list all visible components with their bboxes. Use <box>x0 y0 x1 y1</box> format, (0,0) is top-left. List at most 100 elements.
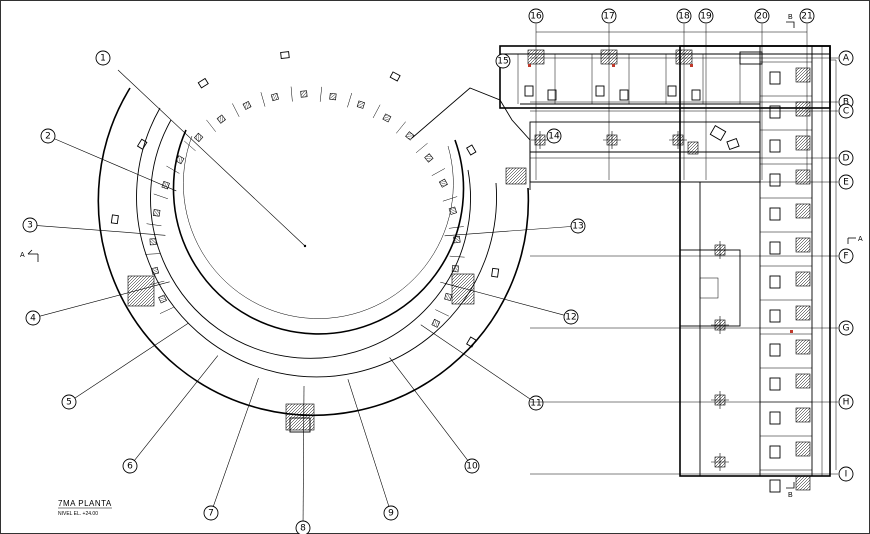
ring-partition <box>442 196 458 202</box>
ring-partition <box>449 255 465 258</box>
east-bed <box>769 479 781 493</box>
ring-axis-bubble-8: 8 <box>295 520 311 534</box>
grid-bubble-H: H <box>838 394 854 410</box>
ring-partition <box>232 103 240 117</box>
ring-bath-unit <box>329 92 337 101</box>
east-wing-rooms <box>531 61 812 493</box>
grid-bubble-14-label: 14 <box>548 132 560 142</box>
ring-partition <box>448 226 464 229</box>
east-bed <box>769 343 781 357</box>
ring-axis-bubble-4: 4 <box>25 310 41 326</box>
ring-furniture <box>110 214 119 225</box>
section-label-a-left: A <box>20 252 25 259</box>
ring-bath-unit <box>300 90 308 98</box>
ring-axis-bubble-1: 1 <box>95 50 111 66</box>
ring-axis-bubble-13-label: 13 <box>572 222 583 232</box>
ring-bath-unit <box>451 265 459 273</box>
grid-bubble-D-label: D <box>843 154 850 164</box>
ring-furniture <box>280 51 290 59</box>
north-bed <box>667 85 677 97</box>
grid-bubble-19-label: 19 <box>700 12 712 22</box>
grid-bubble-B-label: B <box>843 98 849 108</box>
ring-bath-unit <box>152 209 161 217</box>
grid-bubble-E: E <box>838 174 854 190</box>
ring-axis-bubble-10-label: 10 <box>466 462 478 472</box>
ring-furniture <box>466 144 477 156</box>
ring-partition <box>435 309 449 317</box>
section-label-a-right: A <box>858 236 863 243</box>
ring-partition <box>206 119 216 132</box>
lobby-table <box>709 125 727 141</box>
ring-axis-bubble-11-label: 11 <box>530 399 541 409</box>
grid-bubble-17: 17 <box>601 8 617 24</box>
section-mark-b-bottom: B <box>786 482 795 499</box>
grid-bubble-G-label: G <box>843 324 850 334</box>
grid-bubble-21: 21 <box>799 8 815 24</box>
accent-mark <box>612 64 615 67</box>
ring-axis-bubble-7: 7 <box>203 505 219 521</box>
ring-axis-bubble-3: 3 <box>22 217 38 233</box>
ring-radius-dimension <box>117 69 306 247</box>
east-bed <box>769 241 781 255</box>
east-bath-unit <box>795 475 811 491</box>
ring-axis-bubble-3-label: 3 <box>27 221 33 231</box>
ring-axis-bubble-6-label: 6 <box>127 462 133 472</box>
ring-bath-unit <box>448 206 458 215</box>
ring-bath-unit <box>356 100 366 109</box>
ring-bath-unit <box>216 114 226 124</box>
stair-core-south <box>285 403 315 431</box>
ring-axis-bubble-2: 2 <box>40 128 56 144</box>
east-bath-unit <box>795 203 811 219</box>
ring-axis-bubble-10: 10 <box>464 458 480 474</box>
grid-bubble-16-label: 16 <box>530 12 542 22</box>
grid-bubble-A: A <box>838 50 854 66</box>
ring-furniture <box>466 336 477 348</box>
grid-bubble-19: 19 <box>698 8 714 24</box>
ring-axis-bubble-8-label: 8 <box>300 524 306 534</box>
rectangular-wing <box>499 45 837 493</box>
ring-bath-unit <box>158 294 167 304</box>
ring-partition <box>347 92 353 108</box>
grid-bubble-20: 20 <box>754 8 770 24</box>
ring-partition <box>146 223 162 227</box>
ring-bath-unit <box>175 155 185 165</box>
ring-axis-bubble-12: 12 <box>563 309 579 325</box>
grid-bubble-F-label: F <box>843 252 848 262</box>
ring-partition <box>260 92 266 107</box>
ring-axis-line-5 <box>74 322 189 399</box>
ring-bath-unit <box>151 266 160 275</box>
north-bed <box>619 89 629 101</box>
grid-bubble-I: I <box>838 466 854 482</box>
stair-lobby <box>687 141 699 155</box>
ring-furniture <box>136 138 148 150</box>
ring-axis-bubble-2-label: 2 <box>45 132 51 142</box>
ring-partition <box>431 168 446 176</box>
north-wing-outline <box>499 45 831 109</box>
ring-courtyard-edge <box>183 135 454 319</box>
ring-axis-bubble-7-label: 7 <box>208 509 214 519</box>
east-bath-unit <box>795 441 811 457</box>
ring-partition <box>319 86 322 102</box>
east-bed <box>769 139 781 153</box>
ring-axis-line-6 <box>134 355 219 461</box>
accent-mark <box>790 330 793 333</box>
accent-mark <box>690 64 693 67</box>
grid-bubble-C: C <box>838 103 854 119</box>
stair-core-east <box>451 273 475 305</box>
east-bath-unit <box>795 169 811 185</box>
ring-axis-line-13 <box>444 226 572 237</box>
grid-bubble-G: G <box>838 320 854 336</box>
ring-outer-wall <box>97 87 530 417</box>
ring-axis-line-9 <box>347 379 390 507</box>
accent-mark <box>528 64 531 67</box>
east-bath-unit <box>795 339 811 355</box>
grid-bubble-20-label: 20 <box>756 12 768 22</box>
ring-axis-bubble-13: 13 <box>570 218 586 234</box>
east-bath-unit <box>795 67 811 83</box>
ring-furniture <box>197 77 209 89</box>
ring-partition <box>372 104 381 119</box>
section-mark-a-left: A <box>20 249 39 262</box>
